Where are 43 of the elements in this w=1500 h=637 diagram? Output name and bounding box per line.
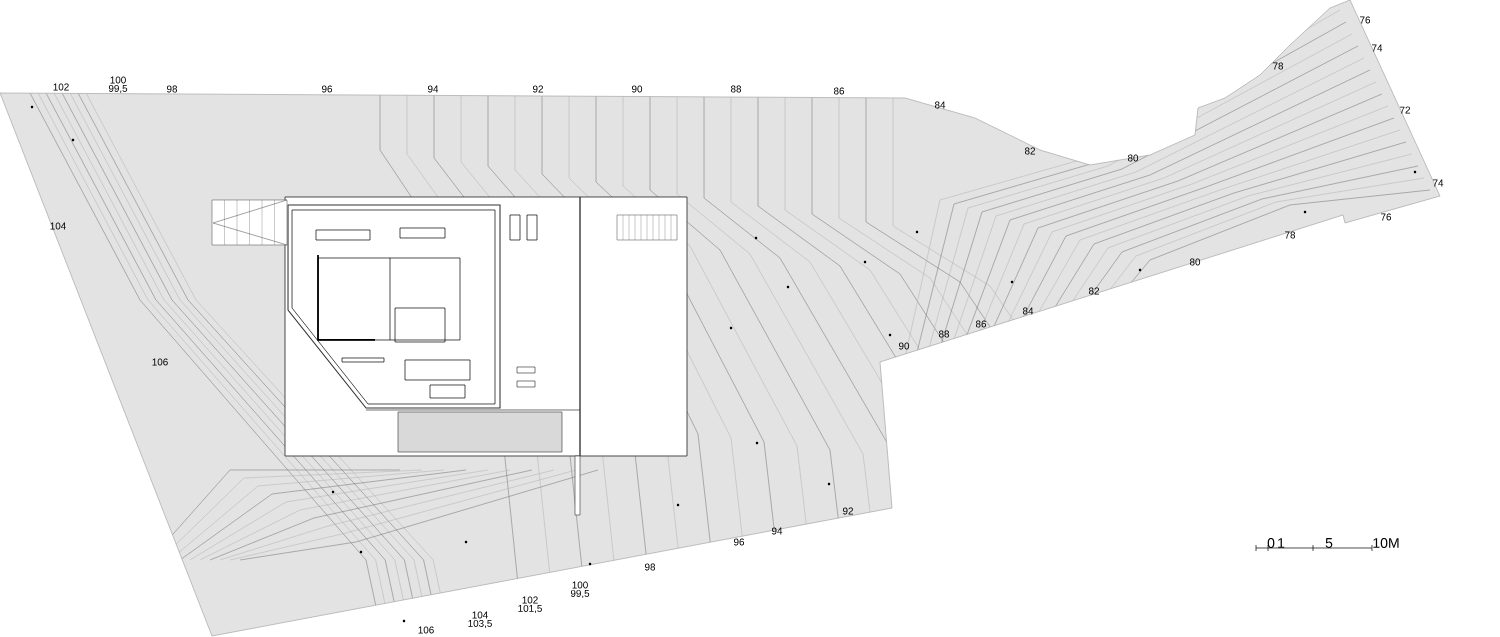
contour-label: 80 (1190, 258, 1201, 266)
contour-label: 106 (418, 626, 434, 634)
contour-label: 102 (522, 596, 538, 604)
contour-label: 100 (572, 581, 588, 589)
contour-label: 92 (533, 85, 543, 93)
contour-label: 90 (899, 342, 910, 350)
contour-label: 78 (1285, 231, 1296, 239)
contour-label: 101,5 (518, 604, 542, 614)
contour-label: 94 (772, 527, 783, 535)
contour-label: 100 (110, 76, 126, 84)
contour-label: 96 (322, 85, 333, 93)
contour-label: 106 (152, 358, 168, 366)
contour-label: 104 (50, 222, 66, 230)
contour-label: 86 (976, 320, 987, 328)
contour-label: 88 (939, 330, 950, 338)
contour-label: 94 (428, 85, 439, 93)
contour-label: 92 (843, 507, 853, 515)
contour-label: 82 (1025, 147, 1035, 155)
contour-label: 76 (1381, 213, 1392, 221)
contour-label: 99,5 (570, 589, 590, 599)
contour-label: 88 (731, 85, 742, 93)
contour-label: 82 (1089, 287, 1099, 295)
scale-bar-label: 1 (1278, 538, 1285, 548)
contour-label: 98 (167, 85, 178, 93)
contour-label: 84 (935, 101, 946, 109)
contour-label: 102 (53, 83, 69, 91)
contour-label: 76 (1360, 16, 1371, 24)
contour-label: 84 (1023, 307, 1034, 315)
contour-label: 86 (834, 87, 845, 95)
contour-label: 80 (1128, 154, 1139, 162)
contour-label: 72 (1400, 106, 1410, 114)
scale-bar-label: 5 (1325, 538, 1333, 548)
contour-label: 104 (472, 611, 488, 619)
contour-label: 78 (1273, 62, 1284, 70)
contour-label: 98 (645, 563, 656, 571)
contour-label: 90 (632, 85, 643, 93)
contour-label: 103,5 (468, 619, 492, 629)
scale-bar-label: 10M (1373, 538, 1399, 548)
contour-label: 74 (1433, 179, 1444, 187)
contour-label: 99,5 (108, 84, 128, 94)
contour-label: 74 (1372, 44, 1383, 52)
scale-bar-label: 0 (1267, 538, 1275, 548)
contour-label: 96 (734, 538, 745, 546)
